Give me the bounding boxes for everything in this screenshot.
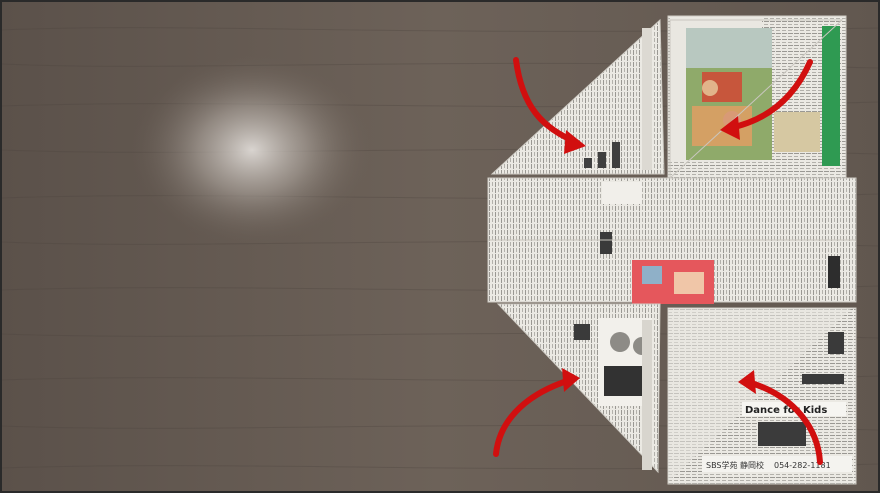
- ad-headline: Dance for Kids: [745, 405, 827, 416]
- ad-footer-line: SBS学苑 静岡校: [706, 460, 764, 470]
